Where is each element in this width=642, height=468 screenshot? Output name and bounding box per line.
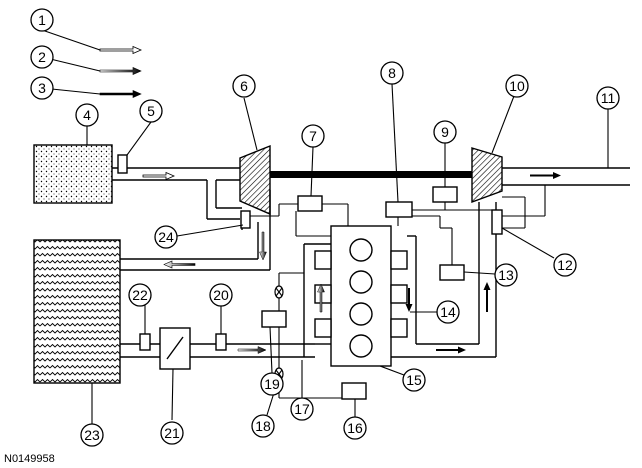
- svg-text:8: 8: [388, 65, 396, 81]
- svg-text:9: 9: [441, 124, 449, 140]
- callout-17: 17: [290, 397, 314, 421]
- callout-20: 20: [209, 283, 233, 307]
- pressure-sensor-22: [139, 333, 151, 351]
- component-13: [439, 264, 465, 281]
- callout-2: 2: [30, 45, 54, 69]
- svg-text:6: 6: [240, 78, 248, 94]
- exhaust-outlet-pipe: [502, 167, 630, 186]
- svg-text:7: 7: [309, 128, 317, 144]
- callout-18: 18: [251, 414, 275, 438]
- svg-text:19: 19: [264, 376, 280, 392]
- svg-text:17: 17: [294, 401, 310, 417]
- intake-up-arrow: [317, 283, 325, 313]
- svg-text:16: 16: [347, 420, 363, 436]
- svg-text:12: 12: [557, 257, 573, 273]
- callout-11: 11: [596, 86, 620, 110]
- wastegate-lines: [502, 185, 546, 229]
- callout-13: 13: [494, 263, 518, 287]
- exhaust-runners: [390, 235, 417, 344]
- figure-code: N0149958: [4, 453, 55, 465]
- callout-3: 3: [30, 76, 54, 100]
- svg-text:3: 3: [38, 80, 46, 96]
- callout-15: 15: [402, 368, 426, 392]
- callout-16: 16: [343, 416, 367, 440]
- svg-text:20: 20: [213, 287, 229, 303]
- svg-text:15: 15: [406, 372, 422, 388]
- wastegate-actuator: [491, 209, 503, 235]
- svg-text:11: 11: [601, 90, 616, 106]
- callout-12: 12: [553, 253, 577, 277]
- callout-1: 1: [30, 8, 54, 32]
- compressor-down-arrow: [259, 231, 267, 261]
- svg-text:5: 5: [147, 103, 155, 119]
- callout-14: 14: [436, 300, 460, 324]
- callout-23: 23: [80, 423, 104, 447]
- exhaust-outlet-arrow: [530, 172, 561, 179]
- sensor-8: [385, 201, 413, 218]
- temperature-sensor-20: [215, 333, 227, 351]
- svg-text:14: 14: [440, 304, 456, 320]
- svg-text:21: 21: [164, 425, 180, 441]
- turbine-inlet-arrow: [483, 282, 491, 312]
- component-16: [341, 382, 367, 400]
- intake-pipe: [112, 167, 242, 220]
- callout-5: 5: [139, 99, 163, 123]
- mass-air-flow-sensor: [117, 154, 128, 174]
- manifold-inlet-arrow: [237, 346, 267, 354]
- leader-lines: [41, 29, 609, 424]
- charge-air-cooler: [33, 239, 121, 384]
- boost-solenoid-7: [297, 195, 323, 212]
- throttle-plate: [166, 336, 184, 360]
- callout-24: 24: [154, 225, 178, 249]
- compressor-bypass-valve: [240, 210, 251, 229]
- compressor-outlet-pipe: [120, 190, 271, 271]
- callout-21: 21: [160, 421, 184, 445]
- svg-text:24: 24: [158, 229, 174, 245]
- callout-19: 19: [260, 372, 284, 396]
- sensor-8-lines: [397, 209, 492, 265]
- callout-22: 22: [128, 283, 152, 307]
- svg-text:10: 10: [509, 78, 525, 94]
- svg-text:1: 1: [38, 12, 46, 28]
- legend-arrow-mixed: [99, 67, 142, 75]
- svg-text:23: 23: [84, 427, 100, 443]
- exhaust-manifold-arrow: [436, 346, 466, 354]
- svg-text:18: 18: [255, 418, 271, 434]
- callout-9: 9: [433, 120, 457, 144]
- cooler-inlet-arrow: [163, 260, 196, 269]
- solenoid-9: [432, 186, 458, 203]
- component-19: [261, 310, 287, 328]
- callout-4: 4: [75, 103, 99, 127]
- legend-arrow-exhaust: [99, 90, 142, 98]
- air-filter: [33, 144, 113, 204]
- solenoid-7-lines: [250, 203, 349, 237]
- intake-runners: [303, 243, 332, 357]
- intake-flow-arrow: [142, 171, 175, 181]
- callout-7: 7: [301, 124, 325, 148]
- exhaust-down-arrow: [405, 288, 413, 312]
- callout-8: 8: [380, 61, 404, 85]
- compressor: [239, 144, 271, 216]
- svg-text:13: 13: [498, 267, 514, 283]
- svg-text:4: 4: [83, 107, 91, 123]
- svg-text:2: 2: [38, 49, 46, 65]
- callout-10: 10: [505, 74, 529, 98]
- legend-arrow-fresh-air: [99, 45, 142, 55]
- callout-6: 6: [232, 74, 256, 98]
- check-valve-upper: [274, 285, 284, 299]
- turbo-shaft: [270, 171, 472, 178]
- svg-text:22: 22: [132, 287, 148, 303]
- engine-block: [330, 225, 392, 367]
- turbine: [471, 147, 503, 204]
